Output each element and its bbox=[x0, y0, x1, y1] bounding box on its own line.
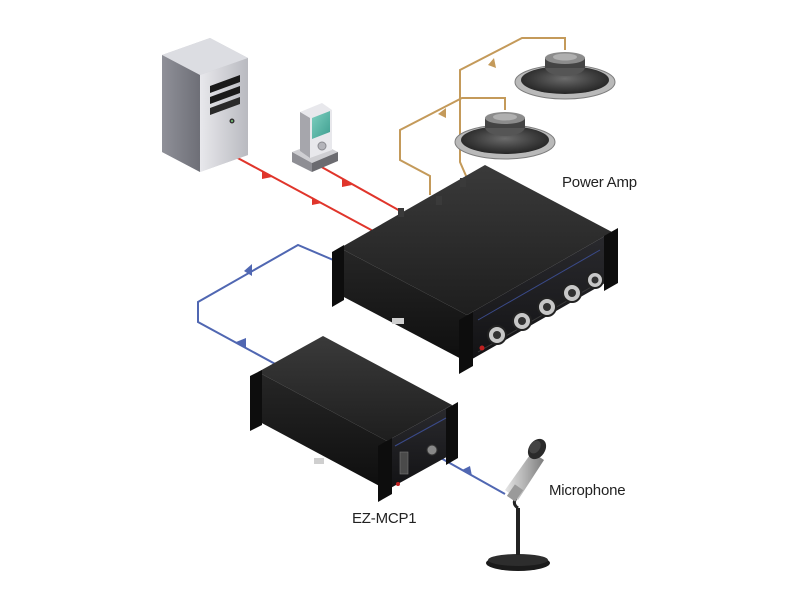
amp-knob bbox=[487, 325, 507, 345]
computer-tower-icon bbox=[162, 38, 248, 172]
speaker-icon bbox=[514, 52, 616, 100]
speaker-cable-top bbox=[459, 37, 566, 186]
audio-cable-media-player bbox=[317, 164, 403, 213]
audio-cable-computer bbox=[233, 155, 376, 233]
power-amp-icon bbox=[332, 165, 618, 374]
amp-knob bbox=[512, 311, 532, 331]
media-player-dock-icon bbox=[292, 103, 338, 172]
ez-mcp1-label: EZ-MCP1 bbox=[352, 510, 417, 527]
speaker-cable-bottom bbox=[399, 97, 506, 195]
speaker-icon bbox=[454, 112, 556, 160]
microphone-label: Microphone bbox=[549, 482, 626, 499]
mic-line-to-amp-cable bbox=[197, 243, 339, 373]
amp-knob bbox=[562, 283, 582, 303]
amp-knob bbox=[586, 271, 604, 289]
power-amp-label: Power Amp bbox=[562, 174, 637, 191]
microphone-icon bbox=[486, 438, 550, 571]
amp-knob bbox=[537, 297, 557, 317]
ez-mcp1-device-icon bbox=[250, 336, 458, 502]
